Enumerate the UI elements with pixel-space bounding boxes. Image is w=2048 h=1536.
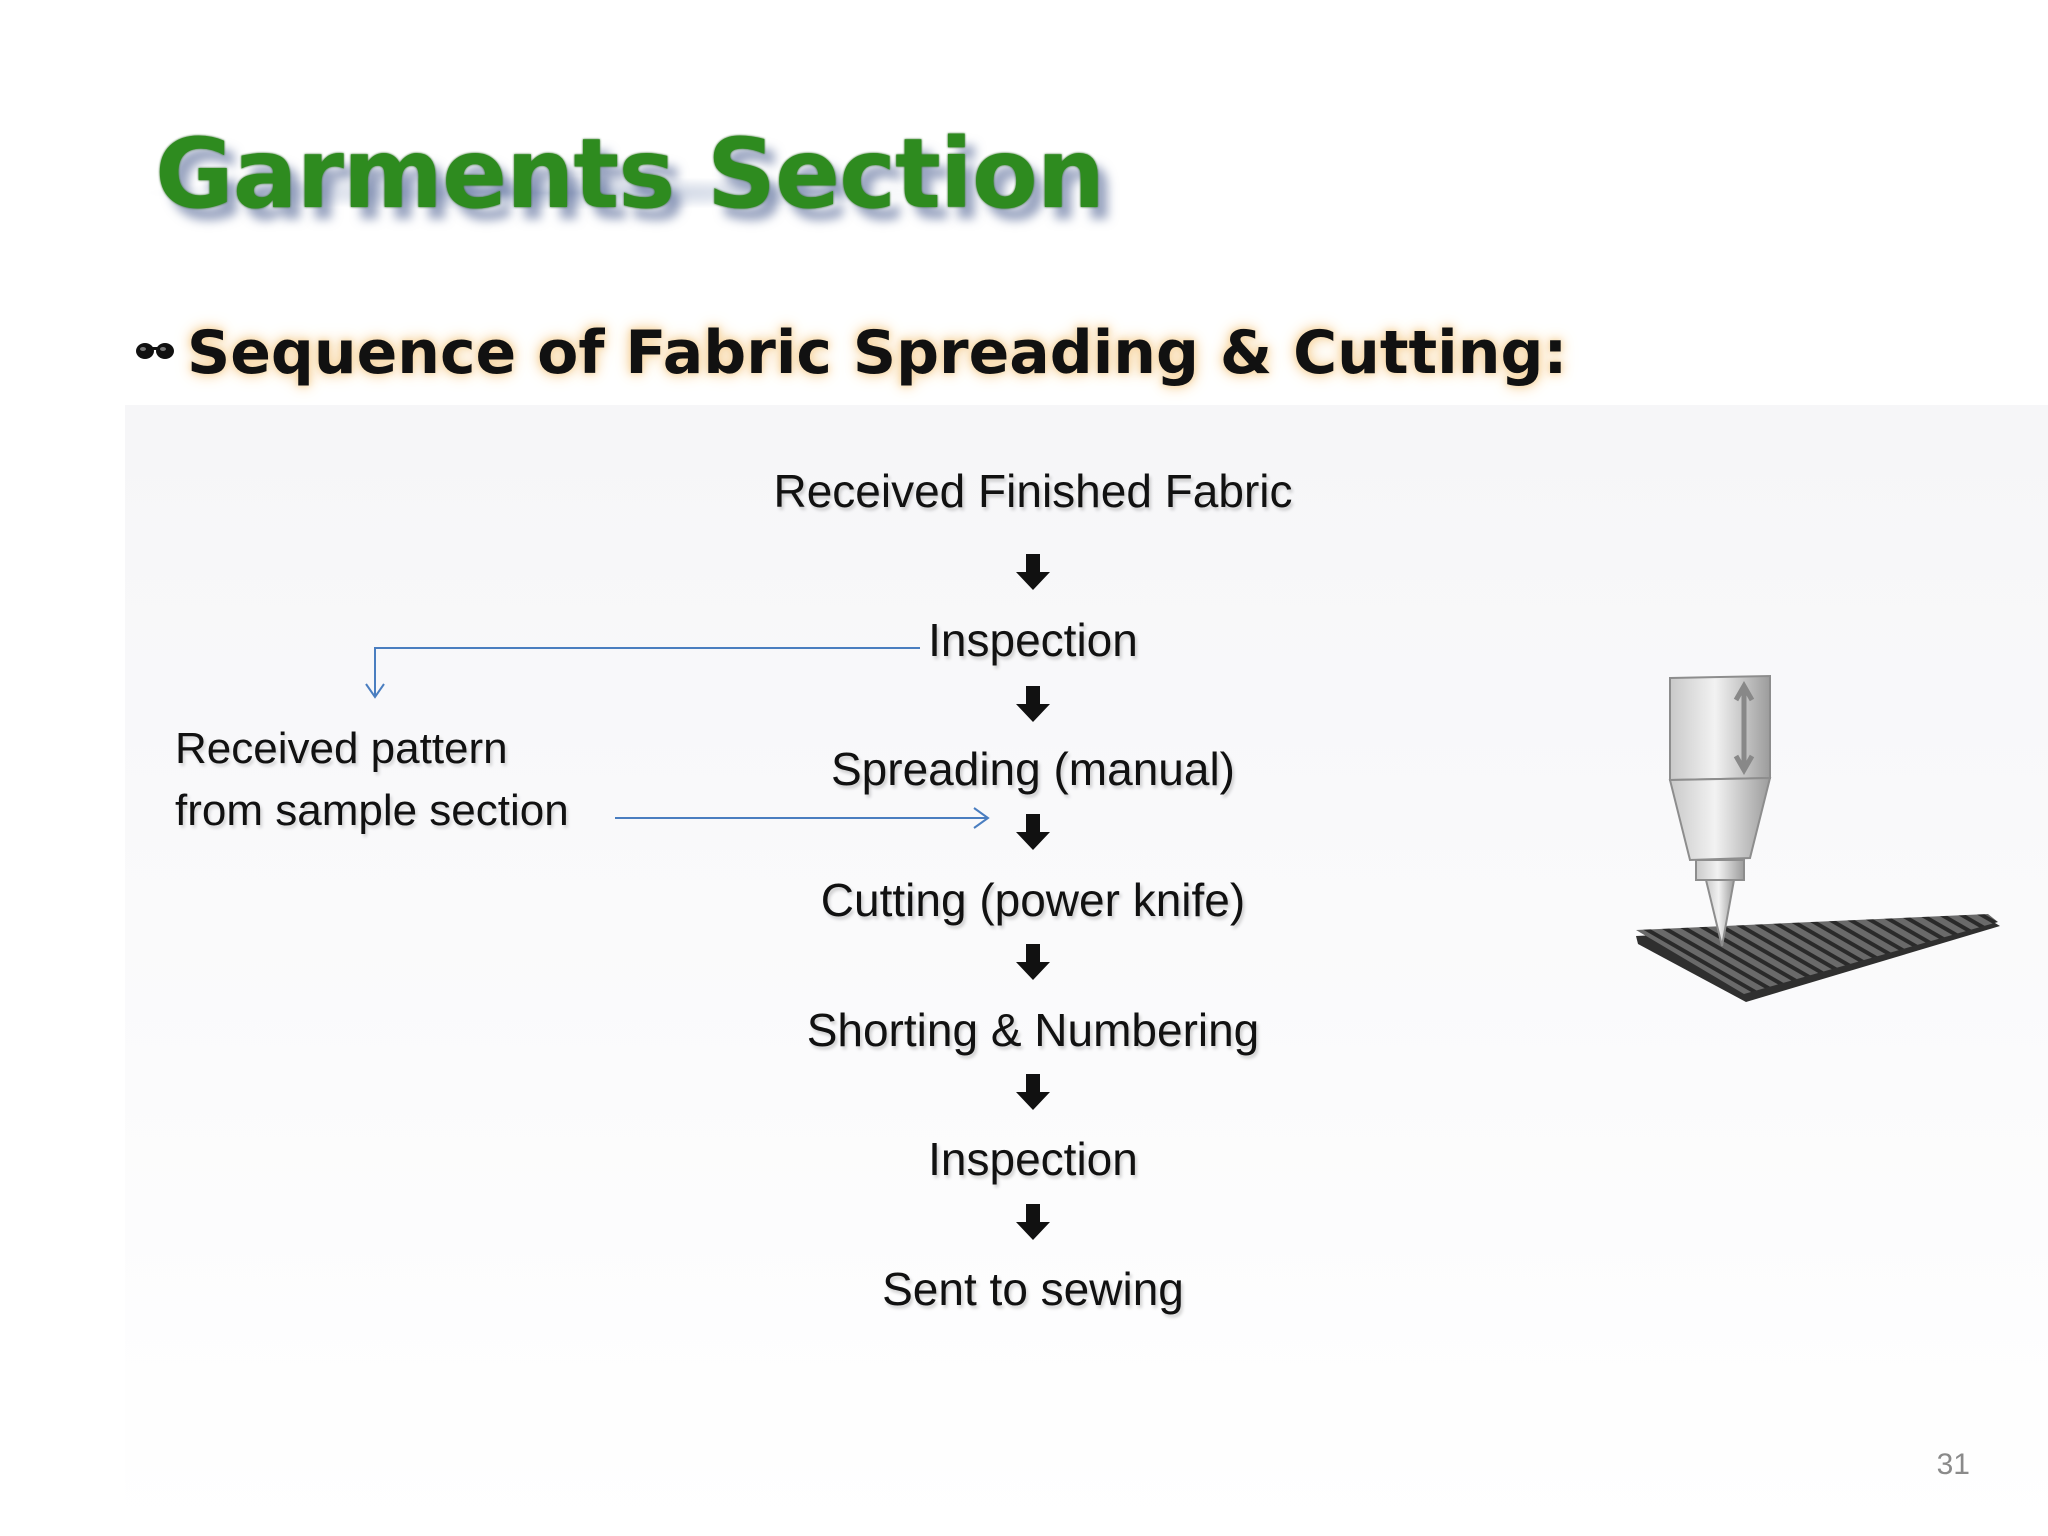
spectacles-icon: [136, 343, 174, 359]
side-note-line-1: Received pattern: [175, 724, 508, 773]
pattern-to-cutting-connector: [615, 807, 990, 829]
down-arrow-icon: [1016, 814, 1050, 850]
flow-step-inspection-2: Inspection: [928, 1133, 1138, 1185]
cutting-knife-illustration: [1636, 674, 2000, 1002]
flow-step-sent-to-sewing: Sent to sewing: [882, 1263, 1184, 1315]
side-note: Received pattern from sample section: [175, 718, 635, 842]
slide-subtitle: Sequence of Fabric Spreading & Cutting:: [135, 318, 1567, 388]
flow-step-cutting: Cutting (power knife): [820, 874, 1246, 926]
down-arrow-icon: [1016, 1074, 1050, 1110]
flow-step-inspection-1: Inspection: [928, 614, 1138, 666]
down-arrow-icon: [1016, 944, 1050, 980]
flow-step-spreading: Spreading (manual): [830, 743, 1235, 795]
side-note-line-2: from sample section: [175, 786, 569, 835]
slide-title: Garments Section: [143, 118, 1105, 230]
inspection-to-pattern-connector: [365, 647, 920, 699]
flow-step-received-fabric: Received Finished Fabric: [773, 465, 1293, 517]
down-arrow-icon: [1016, 1204, 1050, 1240]
flow-step-shorting-numbering: Shorting & Numbering: [806, 1004, 1260, 1056]
down-arrow-icon: [1016, 686, 1050, 722]
down-arrow-icon: [1016, 554, 1050, 590]
slide-title-text: Garments Section: [155, 118, 1105, 230]
slide-subtitle-text: Sequence of Fabric Spreading & Cutting:: [187, 318, 1568, 388]
page-number: 31: [1936, 1448, 1970, 1481]
